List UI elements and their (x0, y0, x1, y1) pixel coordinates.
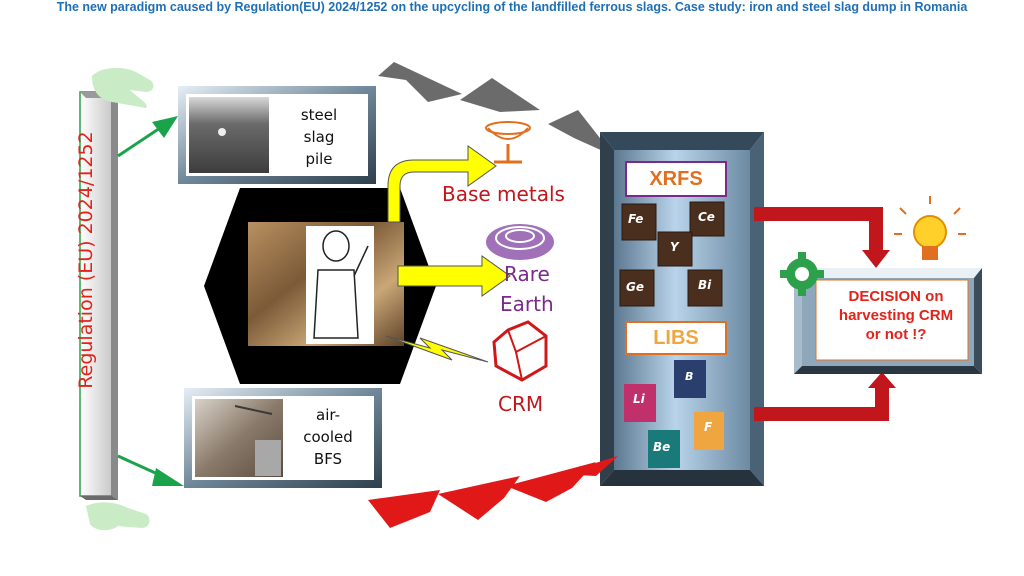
element-fe: Fe (628, 212, 644, 226)
xrfs-box (625, 161, 727, 197)
decision-frame (794, 268, 982, 374)
red-arrow-to-decision-top (754, 207, 890, 268)
element-tile-be (648, 430, 680, 468)
steel-slag-line2: slag (303, 128, 335, 146)
regulation-label: Regulation (EU) 2024/1252 (75, 131, 97, 389)
bfs-label: air- cooled BFS (288, 404, 368, 470)
decision-text: DECISION on harvesting CRM or not !? (822, 287, 970, 344)
decision-line1: DECISION on (848, 288, 944, 305)
element-tile-bi (687, 269, 723, 307)
element-li: Li (633, 392, 645, 406)
xrfs-label: XRFS (649, 168, 703, 190)
base-metals-label: Base metals (442, 182, 565, 206)
element-tile-ce (689, 201, 725, 237)
bottom-hand-icon (86, 502, 150, 531)
gray-arrow-1 (378, 62, 462, 102)
scientist-cartoon (306, 226, 374, 344)
yellow-arrow-rare-earth (397, 255, 511, 297)
bfs-frame (184, 388, 382, 488)
crm-label: CRM (498, 392, 544, 416)
steel-slag-photo (189, 97, 269, 173)
element-ce: Ce (698, 210, 715, 224)
yellow-arrow-base-metals (387, 145, 497, 223)
element-tile-y (657, 231, 693, 267)
steel-slag-line1: steel (300, 106, 338, 124)
rare-earth-label-2: Earth (500, 292, 554, 316)
decision-line2: harvesting CRM (838, 307, 954, 324)
element-tiles-xrfs (619, 201, 725, 307)
gray-arrow-2 (460, 78, 540, 112)
red-arrows-bottom (368, 456, 618, 528)
element-y: Y (670, 240, 679, 254)
element-tile-b (674, 360, 706, 398)
steel-slag-label: steel slag pile (278, 104, 360, 170)
element-tile-f (694, 412, 724, 450)
green-arrow-down (117, 454, 184, 486)
bfs-line2: cooled (303, 428, 353, 446)
element-tile-li (624, 384, 656, 422)
furnace-icon (485, 121, 531, 164)
hexagon-sample (204, 188, 436, 384)
element-be: Be (653, 440, 671, 454)
element-tiles-libs (624, 360, 724, 468)
bfs-line3: BFS (313, 450, 343, 468)
decision-line3: or not !? (865, 326, 927, 343)
steel-slag-frame (178, 86, 376, 184)
element-f: F (704, 420, 713, 434)
green-arrow-up (117, 116, 178, 158)
rare-earth-icon (486, 224, 554, 260)
element-b: B (685, 370, 694, 383)
light-bulb-icon (894, 196, 966, 260)
element-tile-fe (621, 203, 657, 241)
steel-slag-line3: pile (305, 150, 333, 168)
rare-earth-label-1: Rare (504, 262, 550, 286)
bfs-line1: air- (316, 406, 340, 424)
top-hand-icon (92, 67, 154, 108)
libs-box (625, 321, 727, 355)
gear-icon (780, 252, 824, 296)
libs-label: LIBS (653, 327, 699, 349)
gray-arrow-3 (548, 110, 614, 156)
element-ge: Ge (626, 280, 644, 294)
red-arrow-to-decision-bottom (754, 372, 896, 421)
element-tile-ge (619, 269, 655, 307)
crm-crystal-icon (492, 320, 548, 382)
element-bi: Bi (698, 278, 712, 292)
yellow-lightning-crm (385, 335, 489, 363)
diagram-title: The new paradigm caused by Regulation(EU… (56, 0, 968, 14)
